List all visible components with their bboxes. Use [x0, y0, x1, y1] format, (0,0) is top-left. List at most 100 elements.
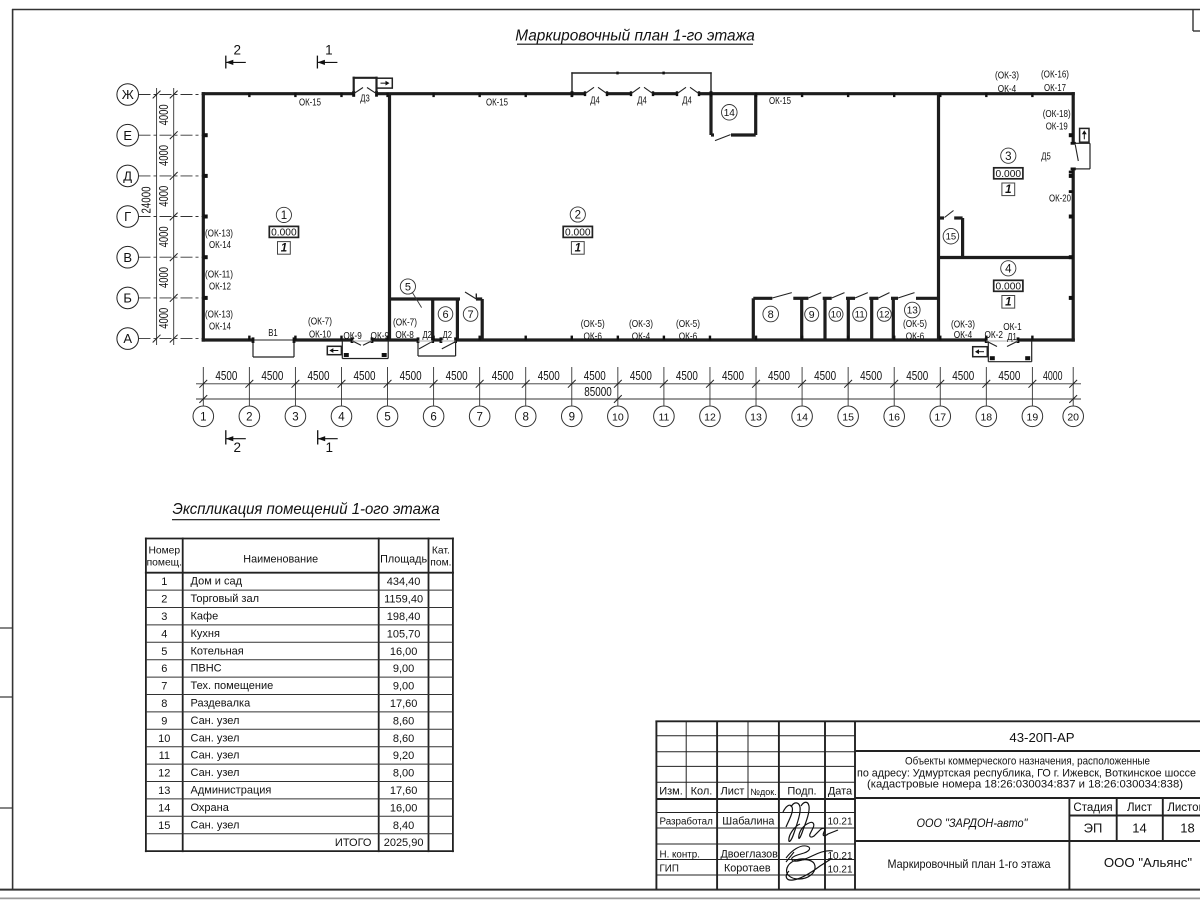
- svg-text:Коротаев: Коротаев: [724, 863, 771, 875]
- svg-text:10.21: 10.21: [827, 865, 852, 876]
- svg-text:ОК-4: ОК-4: [954, 330, 973, 341]
- svg-text:1: 1: [200, 411, 206, 423]
- svg-text:15: 15: [158, 820, 170, 832]
- svg-text:4000: 4000: [156, 186, 171, 207]
- svg-text:0.000: 0.000: [565, 227, 591, 238]
- svg-text:Е: Е: [123, 128, 132, 143]
- svg-text:Изм.: Изм.: [659, 785, 683, 797]
- svg-text:Д5: Д5: [1041, 151, 1051, 162]
- svg-text:3: 3: [161, 611, 167, 623]
- svg-text:14: 14: [724, 108, 736, 119]
- svg-text:12: 12: [158, 768, 170, 780]
- svg-text:8: 8: [523, 411, 529, 423]
- svg-text:4500: 4500: [446, 368, 468, 383]
- svg-text:Сан. узел: Сан. узел: [191, 767, 240, 779]
- svg-text:1: 1: [281, 210, 287, 222]
- svg-text:пом.: пом.: [430, 558, 451, 569]
- svg-text:2: 2: [575, 210, 581, 222]
- svg-text:1: 1: [325, 43, 333, 58]
- svg-text:4500: 4500: [492, 368, 514, 383]
- svg-text:(ОК-11): (ОК-11): [205, 269, 233, 280]
- svg-text:Д3: Д3: [360, 94, 370, 105]
- svg-text:ОК-1: ОК-1: [1003, 322, 1022, 333]
- svg-text:Маркировочный план 1-го этажа: Маркировочный план 1-го этажа: [515, 28, 755, 45]
- svg-text:ИТОГО: ИТОГО: [335, 837, 372, 849]
- svg-text:Площадь: Площадь: [380, 554, 427, 566]
- svg-text:Д1: Д1: [1007, 332, 1017, 343]
- svg-text:Кат.: Кат.: [432, 546, 450, 557]
- svg-text:16,00: 16,00: [390, 646, 418, 658]
- svg-text:17,60: 17,60: [390, 785, 418, 797]
- svg-text:14: 14: [1132, 821, 1146, 836]
- svg-text:12: 12: [879, 310, 890, 321]
- svg-text:Д2: Д2: [443, 330, 453, 341]
- svg-text:(ОК-3): (ОК-3): [951, 319, 975, 330]
- svg-text:(ОК-3): (ОК-3): [629, 319, 653, 330]
- svg-text:5: 5: [161, 646, 167, 658]
- svg-text:Ж: Ж: [122, 87, 134, 102]
- svg-text:ОК-9: ОК-9: [371, 331, 390, 342]
- svg-text:ОК-20: ОК-20: [1049, 193, 1071, 204]
- svg-text:2: 2: [234, 43, 242, 58]
- svg-text:85000: 85000: [584, 384, 612, 399]
- svg-text:19: 19: [1027, 411, 1039, 423]
- svg-text:(ОК-5): (ОК-5): [903, 319, 927, 330]
- svg-text:ОК-4: ОК-4: [632, 331, 651, 342]
- svg-text:Экспликация помещений 1-ого эт: Экспликация помещений 1-ого этажа: [173, 501, 440, 518]
- svg-text:4500: 4500: [538, 368, 560, 383]
- svg-text:0.000: 0.000: [271, 227, 297, 238]
- svg-text:43-20П-АР: 43-20П-АР: [1009, 730, 1074, 745]
- svg-text:4500: 4500: [261, 368, 283, 383]
- svg-text:Тех. помещение: Тех. помещение: [191, 680, 274, 692]
- svg-text:10: 10: [831, 310, 842, 321]
- svg-text:2025,90: 2025,90: [384, 837, 424, 849]
- svg-text:Листов: Листов: [1167, 802, 1200, 814]
- svg-text:ОК-14: ОК-14: [209, 240, 231, 251]
- svg-text:7: 7: [161, 681, 167, 693]
- svg-text:4: 4: [338, 411, 345, 423]
- svg-text:6: 6: [161, 663, 167, 675]
- svg-text:Д4: Д4: [590, 96, 600, 107]
- svg-text:Номер: Номер: [148, 546, 180, 557]
- svg-text:Н. контр.: Н. контр.: [660, 850, 700, 861]
- svg-text:А: А: [123, 331, 132, 346]
- svg-text:Сан. узел: Сан. узел: [191, 819, 240, 831]
- svg-text:(ОК-5): (ОК-5): [581, 319, 605, 330]
- svg-text:4500: 4500: [676, 368, 698, 383]
- svg-text:8,00: 8,00: [393, 768, 414, 780]
- svg-text:1: 1: [325, 440, 333, 455]
- svg-text:ГИП: ГИП: [660, 864, 679, 875]
- svg-text:2: 2: [161, 594, 167, 606]
- svg-text:16: 16: [888, 411, 900, 423]
- svg-text:24000: 24000: [139, 187, 154, 214]
- svg-text:3: 3: [1005, 151, 1011, 163]
- svg-text:(ОК-18): (ОК-18): [1043, 109, 1071, 120]
- svg-text:(ОК-7): (ОК-7): [308, 317, 332, 328]
- svg-text:4500: 4500: [307, 368, 329, 383]
- svg-text:Кол.: Кол.: [691, 785, 713, 797]
- svg-text:13: 13: [158, 785, 170, 797]
- svg-text:4000: 4000: [1043, 368, 1063, 383]
- svg-text:4500: 4500: [215, 368, 237, 383]
- svg-text:13: 13: [907, 306, 919, 317]
- svg-text:ОК-19: ОК-19: [1046, 121, 1068, 132]
- svg-text:17: 17: [934, 411, 946, 423]
- svg-text:4: 4: [161, 628, 167, 640]
- svg-text:20: 20: [1067, 411, 1079, 423]
- svg-text:6: 6: [442, 309, 448, 321]
- svg-text:4: 4: [1005, 263, 1012, 275]
- svg-text:Наименование: Наименование: [243, 554, 318, 566]
- svg-text:Лист: Лист: [721, 785, 745, 797]
- svg-text:Маркировочный план 1-го этажа: Маркировочный план 1-го этажа: [888, 857, 1051, 871]
- svg-text:9,00: 9,00: [393, 681, 414, 693]
- svg-text:(кадастровые номера 18:26:0300: (кадастровые номера 18:26:030034:837 и 1…: [867, 779, 1183, 791]
- svg-text:Б: Б: [123, 291, 132, 306]
- svg-text:7: 7: [468, 309, 474, 321]
- svg-text:Подп.: Подп.: [787, 785, 816, 797]
- svg-text:10.21: 10.21: [827, 851, 852, 862]
- svg-text:(ОК-13): (ОК-13): [205, 310, 233, 321]
- svg-text:Раздевалка: Раздевалка: [191, 698, 252, 710]
- svg-text:10: 10: [158, 733, 170, 745]
- svg-text:ПВНС: ПВНС: [191, 663, 222, 675]
- svg-text:14: 14: [158, 802, 170, 814]
